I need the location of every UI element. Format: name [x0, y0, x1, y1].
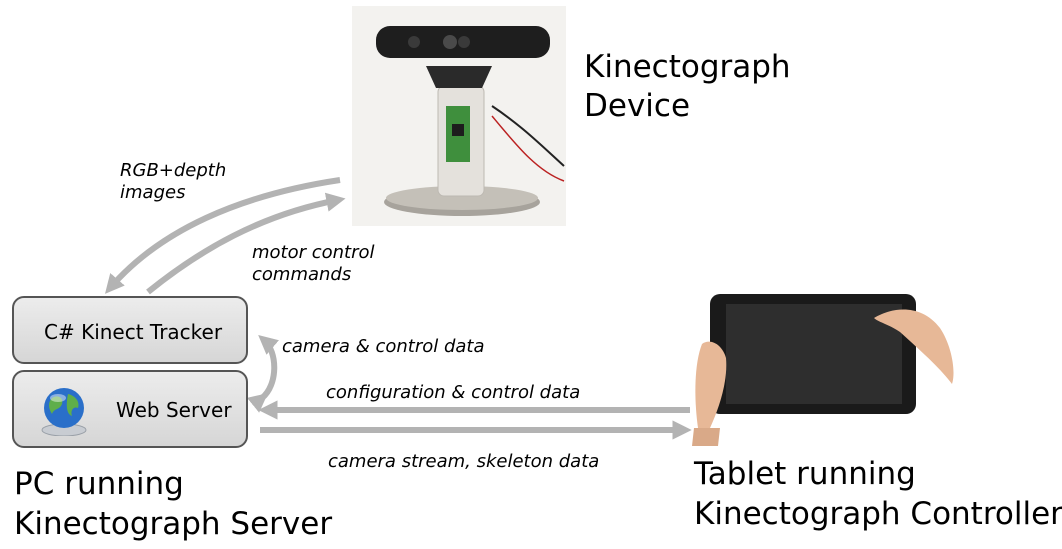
tablet-photo	[690, 288, 960, 446]
rgb-depth-arrow	[104, 177, 341, 294]
globe-icon	[38, 384, 90, 437]
kinect-device-photo	[352, 6, 566, 226]
web-server-box: Web Server	[12, 370, 248, 448]
tablet-title-line1: Tablet running	[694, 456, 916, 492]
kinect-tracker-box: C# Kinect Tracker	[12, 296, 248, 364]
pc-title-line1: PC running	[14, 466, 184, 502]
motor-control-label-line1: motor control	[252, 242, 375, 263]
rgb-depth-label-line1: RGB+depth	[120, 160, 227, 181]
tablet-title-line2: Kinectograph Controller	[694, 496, 1062, 532]
device-title-line2: Device	[584, 88, 691, 124]
device-title-line1: Kinectograph	[584, 49, 791, 85]
motor-control-label-line2: commands	[252, 264, 352, 285]
web-server-label: Web Server	[116, 398, 232, 422]
camera-control-label: camera & control data	[282, 336, 485, 357]
configuration-label: configuration & control data	[326, 382, 581, 403]
kinect-tracker-label: C# Kinect Tracker	[44, 320, 223, 344]
rgb-depth-label-line2: images	[120, 182, 186, 203]
motor-control-arrow	[146, 192, 346, 295]
camera-stream-label: camera stream, skeleton data	[328, 451, 600, 472]
camera-control-arrow	[247, 334, 279, 413]
pc-title-line2: Kinectograph Server	[14, 506, 333, 542]
